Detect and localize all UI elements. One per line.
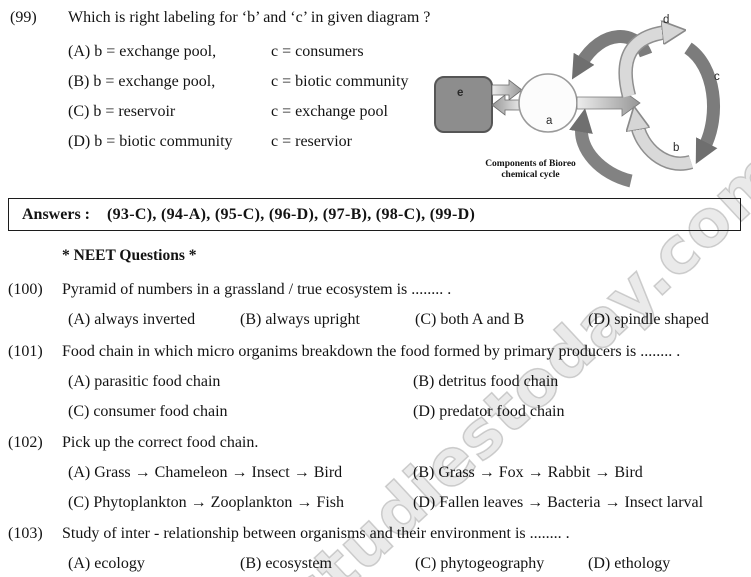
arrow-e-to-a [491, 79, 523, 101]
q99-option-d: (D) b = biotic community [68, 133, 233, 150]
q102-option-a: (A) Grass → Chameleon → Insect → Bird [68, 464, 343, 481]
q99-text: Which is right labeling for ‘b’ and ‘c’ … [68, 9, 431, 26]
q100-text: Pyramid of numbers in a grassland / true… [62, 281, 452, 298]
diagram-label-d: d [663, 14, 669, 26]
q100-number: (100) [8, 281, 43, 298]
answers-values: (93-C), (94-A), (95-C), (96-D), (97-B), … [107, 205, 476, 223]
q99-option-a: (A) b = exchange pool, [68, 43, 217, 60]
diagram-label-e: e [457, 87, 463, 99]
diagram-box-e [434, 76, 493, 133]
q103-option-c: (C) phytogeography [415, 555, 545, 572]
q99-option-b-right: c = biotic community [271, 73, 409, 90]
q103-option-a: (A) ecology [68, 555, 145, 572]
q101-text: Food chain in which micro organims break… [62, 343, 681, 360]
q102-option-c: (C) Phytoplankton → Zooplankton → Fish [68, 494, 344, 511]
q103-number: (103) [8, 525, 43, 542]
q99-option-c-right: c = exchange pool [271, 103, 388, 120]
q101-option-d: (D) predator food chain [413, 403, 565, 420]
q102-number: (102) [8, 434, 43, 451]
diagram-caption: Components of Bioreo chemical cycle [428, 159, 633, 180]
section-header: * NEET Questions * [62, 247, 197, 264]
cycle-arrow-d [619, 32, 668, 98]
answers-label: Answers : [22, 205, 90, 223]
q100-option-d: (D) spindle shaped [588, 311, 709, 328]
biogeochemical-cycle-diagram: e a d c b [434, 14, 721, 188]
q99-option-a-right: c = consumers [271, 43, 364, 60]
q100-option-b: (B) always upright [240, 311, 360, 328]
q103-option-d: (D) ethology [588, 555, 671, 572]
q102-text: Pick up the correct food chain. [62, 434, 259, 451]
q103-text: Study of inter - relationship between or… [62, 525, 570, 542]
q99-option-b: (B) b = exchange pool, [68, 73, 216, 90]
q101-option-c: (C) consumer food chain [68, 403, 228, 420]
diagram-caption-line1: Components of Bioreo [485, 159, 576, 169]
cycle-arrow-c [683, 42, 721, 165]
q101-option-a: (A) parasitic food chain [68, 373, 221, 390]
q99-option-d-right: c = reservior [271, 133, 352, 150]
q100-option-c: (C) both A and B [415, 311, 525, 328]
q101-number: (101) [8, 343, 43, 360]
cycle-arrow-dark-bottom [569, 108, 633, 188]
cycle-arrow-b [637, 124, 693, 170]
diagram-label-c: c [714, 71, 720, 83]
diagram-label-b: b [673, 142, 679, 154]
answers-box: Answers : (93-C), (94-A), (95-C), (96-D)… [8, 198, 741, 231]
diagram-caption-line2: chemical cycle [501, 169, 560, 180]
q99-option-c: (C) b = reservoir [68, 103, 176, 120]
q100-option-a: (A) always inverted [68, 311, 196, 328]
q102-option-d: (D) Fallen leaves → Bacteria → Insect la… [413, 494, 704, 511]
arrow-a-to-e [491, 94, 523, 116]
diagram-label-a: a [546, 115, 553, 127]
q101-option-b: (B) detritus food chain [413, 373, 559, 390]
q103-option-b: (B) ecosystem [240, 555, 332, 572]
q102-option-b: (B) Grass → Fox → Rabbit → Bird [413, 464, 643, 481]
q99-number: (99) [10, 9, 37, 26]
